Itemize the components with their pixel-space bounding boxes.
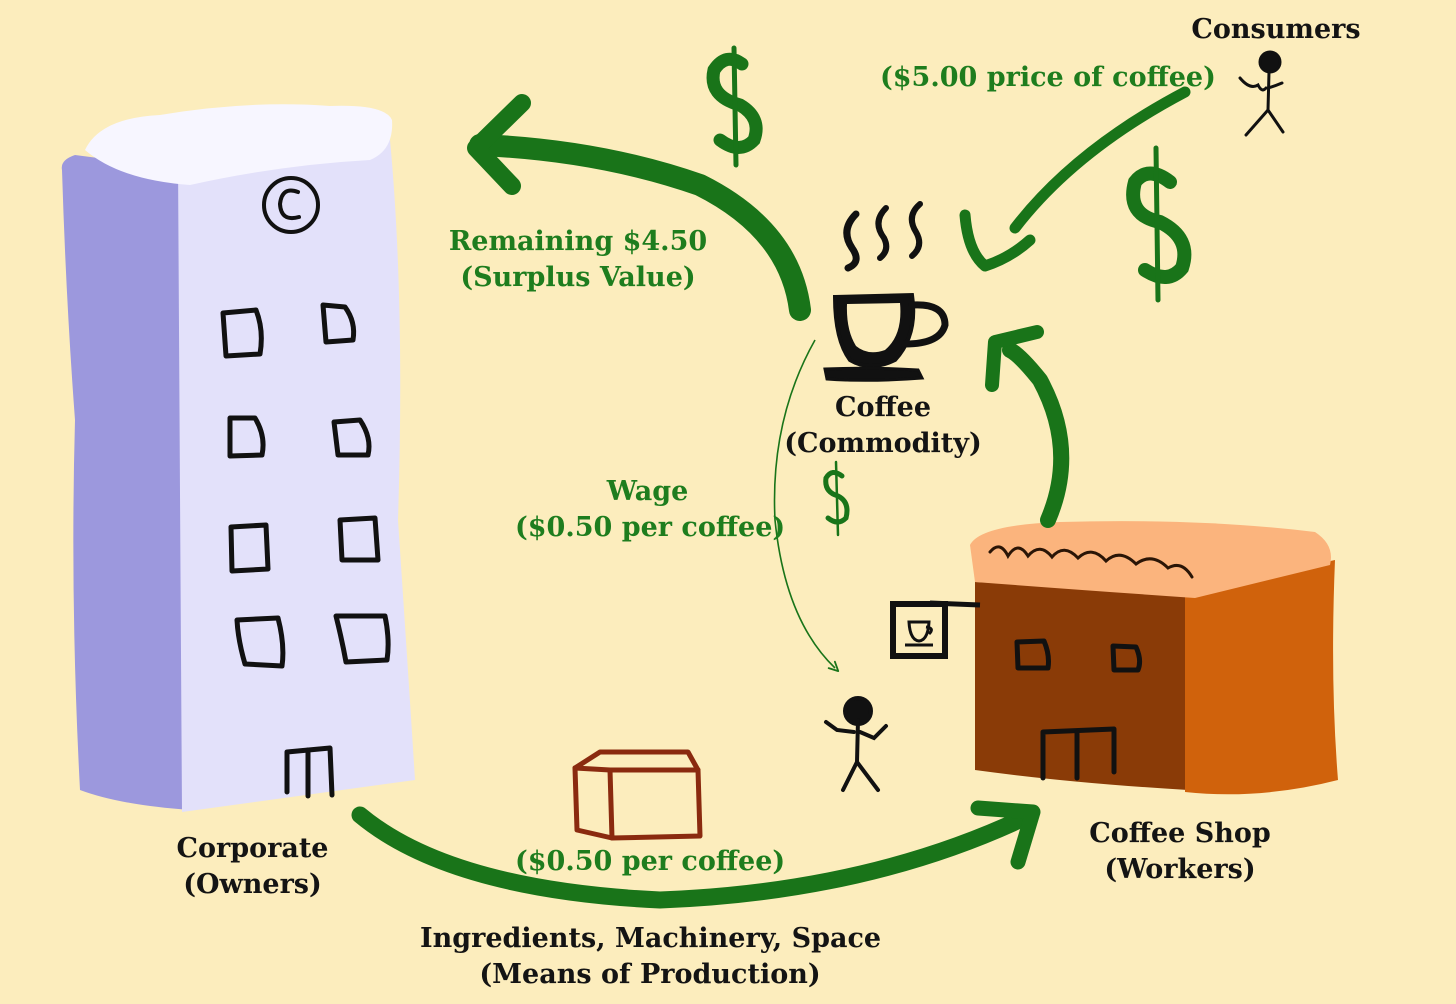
- coffee-commodity-label: Coffee(Commodity): [784, 392, 982, 459]
- dollar-sign-icons: [706, 45, 1192, 537]
- corporate-to-shop-arrow: [351, 806, 1039, 909]
- dollar-sign-icon: [706, 45, 763, 168]
- corporate-tower-icon: [61, 104, 415, 812]
- surplus-value-label: Remaining $4.50(Surplus Value): [448, 226, 708, 293]
- wage-label: Wage($0.50 per coffee): [515, 476, 786, 543]
- price-label: ($5.00 price of coffee): [880, 62, 1216, 93]
- dollar-sign-icon: [823, 460, 850, 537]
- shop-sign-icon: [890, 600, 981, 659]
- box-icon: [572, 749, 703, 841]
- means-of-production-label: Ingredients, Machinery, Space(Means of P…: [420, 923, 882, 990]
- means-cost-label: ($0.50 per coffee): [515, 846, 786, 877]
- wage-arrow: [773, 339, 840, 673]
- shop-to-coffee-arrow: [1002, 342, 1070, 528]
- tower-door-icon: [284, 745, 335, 799]
- copyright-logo-icon: [262, 176, 320, 234]
- corporate-owners-label: Corporate(Owners): [176, 833, 329, 900]
- consumers-label: Consumers: [1191, 14, 1361, 45]
- coffee-cup-icon: [823, 201, 949, 382]
- coffee-shop-workers-label: Coffee Shop(Workers): [1089, 818, 1271, 885]
- worker-figure-icon: [824, 696, 888, 792]
- tower-windows: [220, 302, 391, 669]
- dollar-sign-icon: [1126, 145, 1192, 303]
- coffee-to-corporate-arrow: [469, 134, 811, 321]
- flow-arrows: [351, 86, 1191, 909]
- consumer-to-coffee-arrow: [1009, 86, 1191, 234]
- coffee-shop-icon: [890, 521, 1338, 795]
- consumer-figure-icon: [1238, 50, 1285, 137]
